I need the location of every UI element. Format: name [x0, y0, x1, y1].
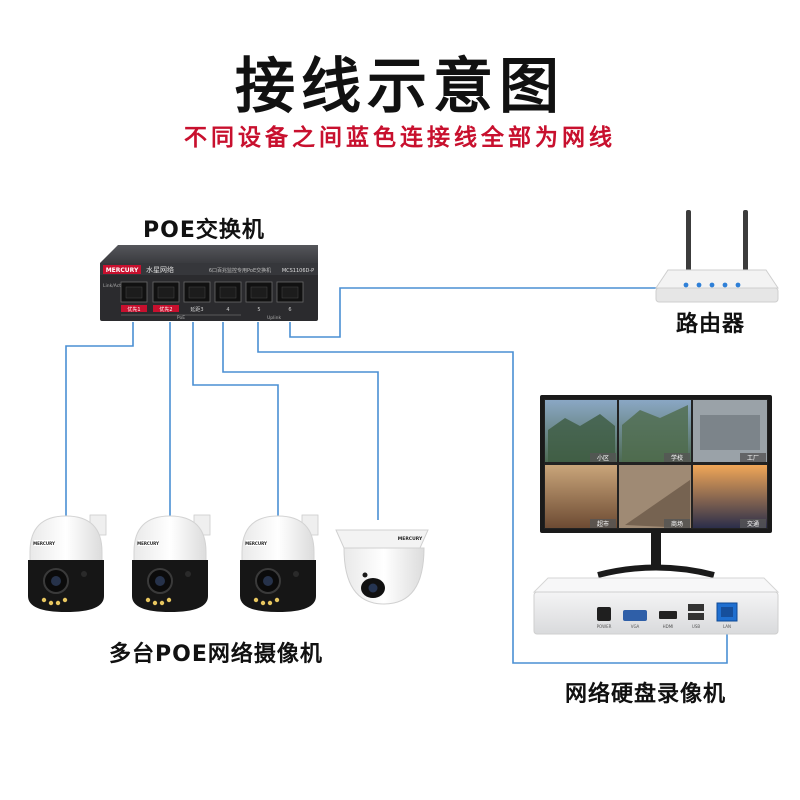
- cameras-label: 多台POE网络摄像机: [109, 642, 323, 667]
- nvr-lan-label: LAN: [723, 624, 731, 629]
- tile-label-factory: 工厂: [747, 455, 759, 462]
- nvr-hdmi-label: HDMI: [663, 624, 674, 629]
- tile-label-community: 小区: [597, 454, 609, 462]
- poe-switch-label: POE交换机: [143, 218, 265, 243]
- nvr-hdmi-port: [659, 611, 677, 619]
- monitor-stand: [651, 533, 661, 565]
- page-title: 接线示意图: [235, 52, 565, 122]
- switch-port-3[interactable]: [183, 281, 211, 303]
- ptz-camera-1: MERCURY: [28, 514, 107, 612]
- dome-camera: MERCURY: [335, 529, 429, 605]
- monitor: 小区 学校 工厂 超市 商场 交通: [540, 395, 772, 578]
- switch-port-4[interactable]: [214, 281, 242, 303]
- router: [655, 210, 779, 303]
- switch-brand-badge: [103, 265, 141, 274]
- cable-lines: [65, 287, 728, 664]
- nvr-usb-port-2: [688, 613, 704, 620]
- uplink-label: Uplink: [267, 315, 282, 321]
- tile-label-mall: 商场: [671, 520, 683, 528]
- switch-brand-cn: 水星网络: [146, 265, 174, 274]
- nvr-usb-port-1: [688, 604, 704, 611]
- switch-model: MCS1106D-P: [282, 268, 314, 274]
- tile-label-traffic: 交通: [747, 520, 759, 528]
- port-label-2: 优先2: [159, 306, 172, 313]
- nvr-power-label: POWER: [597, 624, 612, 629]
- nvr-power-port: [597, 607, 611, 621]
- tile-supermarket: [545, 465, 617, 528]
- cable-port4-camera4: [222, 322, 379, 520]
- switch-port-6[interactable]: [276, 281, 304, 303]
- cable-port1-camera1: [65, 322, 134, 520]
- port-label-3: 延距3: [190, 306, 203, 313]
- cable-port6-router: [289, 287, 657, 338]
- switch-port-1[interactable]: [120, 281, 148, 303]
- camera-brand-4: MERCURY: [398, 536, 423, 542]
- tile-label-supermarket: 超市: [597, 520, 609, 528]
- monitor-base: [597, 564, 715, 578]
- ptz-camera-2: MERCURY: [132, 514, 211, 612]
- camera-brand-3: MERCURY: [245, 541, 267, 546]
- camera-brand-2: MERCURY: [137, 541, 159, 546]
- port-label-6: 6: [288, 307, 291, 313]
- poe-switch: MERCURY 水星网络 6口百兆监控专用PoE交换机 MCS1106D-P L…: [100, 245, 318, 321]
- nvr: POWER VGA HDMI USB LAN: [532, 577, 780, 635]
- camera-brand-1: MERCURY: [33, 541, 55, 546]
- switch-port-5[interactable]: [245, 281, 273, 303]
- nvr-label: 网络硬盘录像机: [565, 682, 727, 707]
- switch-brand: MERCURY: [106, 267, 139, 274]
- router-label: 路由器: [676, 312, 746, 337]
- cable-port3-camera3: [192, 322, 279, 520]
- switch-link-label: Link/Act: [103, 283, 121, 289]
- page-subtitle: 不同设备之间蓝色连接线全部为网线: [184, 125, 616, 151]
- nvr-vga-label: VGA: [631, 624, 640, 629]
- router-antenna-left: [686, 210, 691, 272]
- nvr-usb-label: USB: [692, 624, 700, 629]
- router-antenna-right: [743, 210, 748, 272]
- tile-label-school: 学校: [671, 454, 683, 462]
- tile-traffic: [693, 465, 767, 528]
- switch-description: 6口百兆监控专用PoE交换机: [209, 267, 271, 274]
- ptz-camera-3: MERCURY: [240, 514, 319, 612]
- switch-port-2[interactable]: [152, 281, 180, 303]
- port-label-5: 5: [257, 307, 260, 313]
- cable-port5-nvr: [257, 322, 728, 664]
- port-label-4: 4: [226, 307, 229, 313]
- poe-label: PoE: [177, 315, 185, 321]
- nvr-vga-port: [623, 610, 647, 621]
- port-label-1: 优先1: [127, 306, 140, 313]
